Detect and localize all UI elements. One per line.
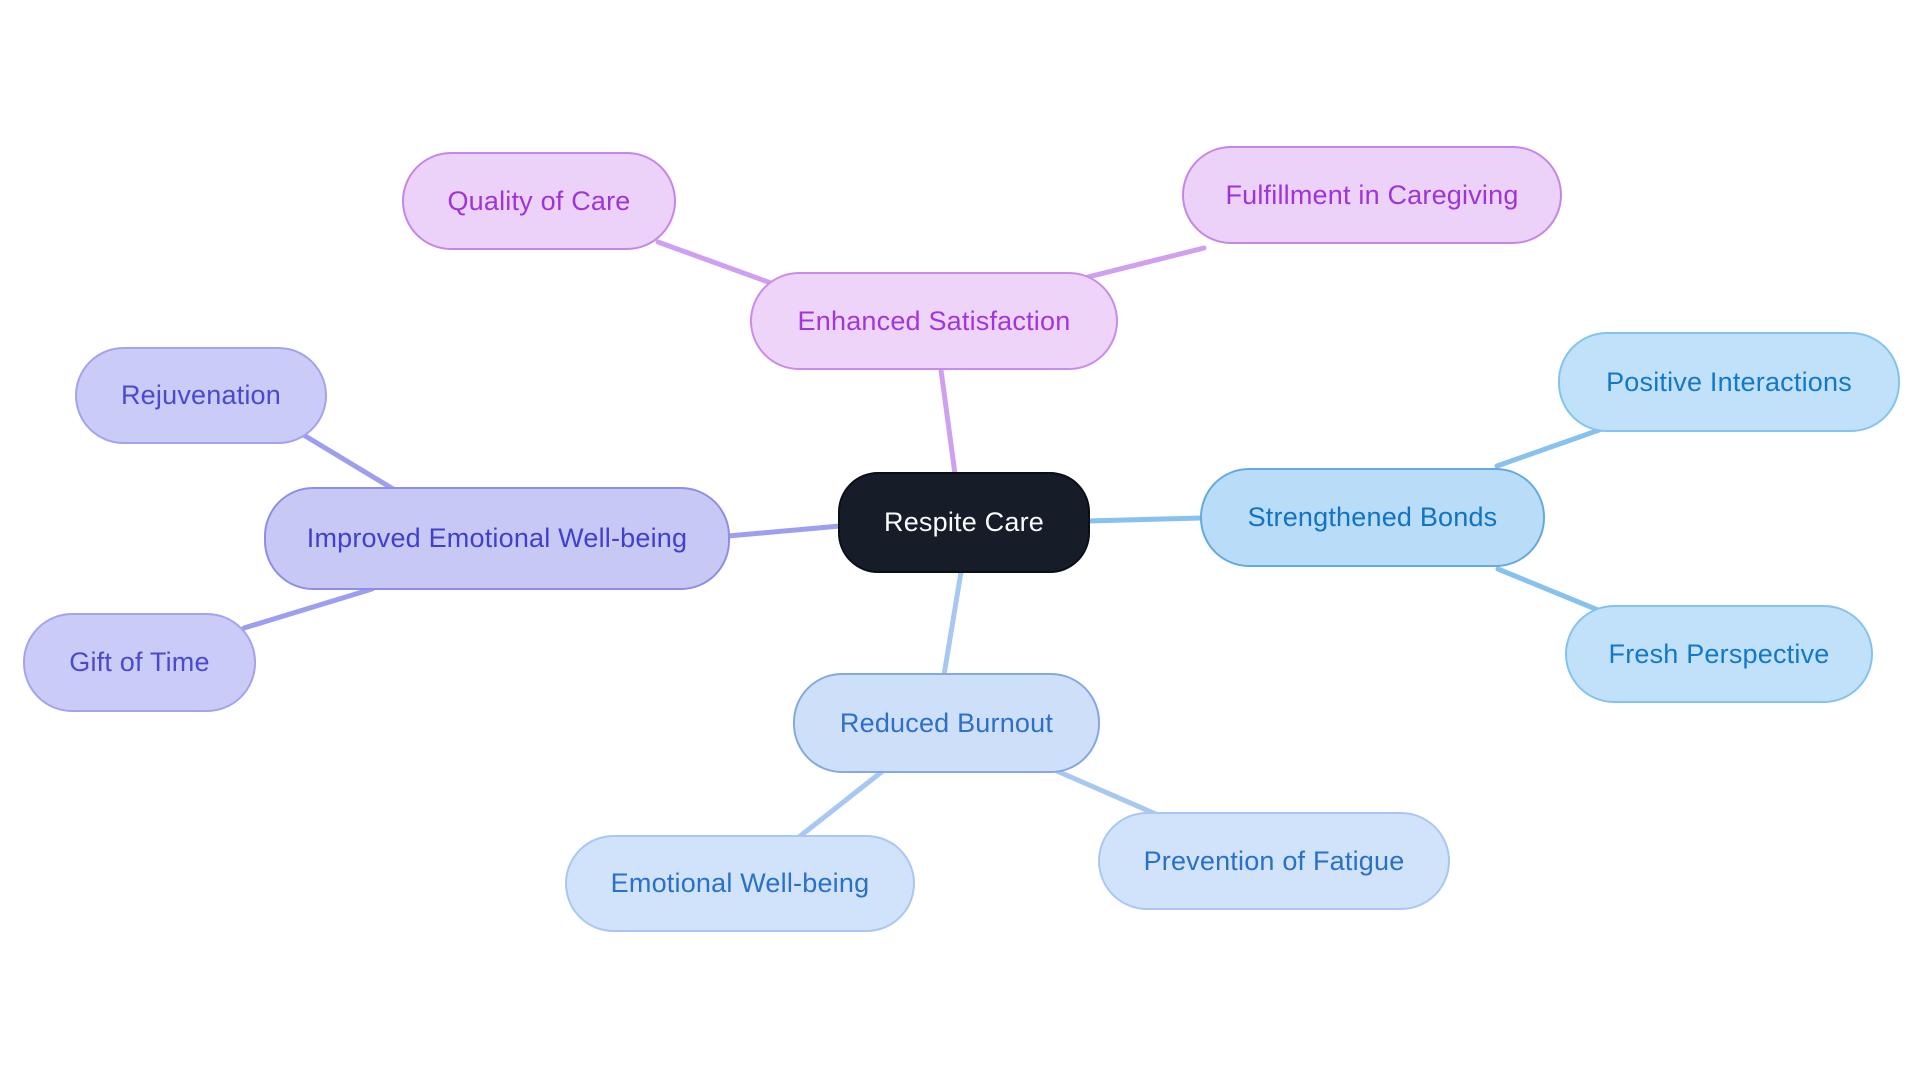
edge-strengthened-positive-interactions: [1494, 426, 1605, 469]
node-enhanced-satisfaction[interactable]: Enhanced Satisfaction: [750, 272, 1118, 370]
node-fresh-perspective[interactable]: Fresh Perspective: [1565, 605, 1873, 703]
node-fulfillment-in-caregiving[interactable]: Fulfillment in Caregiving: [1182, 146, 1562, 244]
edge-enhanced-satisfaction-quality-of-care: [655, 239, 785, 290]
node-label: Reduced Burnout: [839, 707, 1054, 738]
node-label: Improved Emotional Well-being: [306, 523, 688, 553]
edge-strengthened-fresh-perspective: [1495, 566, 1601, 613]
node-improved-emotional-well-being[interactable]: Improved Emotional Well-being: [264, 487, 730, 590]
node-label: Positive Interactions: [1606, 366, 1852, 397]
node-strengthened-bonds[interactable]: Strengthened Bonds: [1200, 468, 1545, 567]
node-reduced-burnout[interactable]: Reduced Burnout: [793, 673, 1100, 773]
node-emotional-well-being[interactable]: Emotional Well-being: [565, 835, 915, 932]
node-gift-of-time[interactable]: Gift of Time: [23, 613, 256, 712]
edge-root-strengthened-bonds: [1085, 515, 1205, 524]
node-label: Prevention of Fatigue: [1143, 845, 1405, 876]
node-label: Fresh Perspective: [1608, 638, 1830, 669]
edge-improved-rejuvenation: [299, 431, 401, 495]
edge-reduced-emotional-well-being: [796, 767, 887, 840]
node-label: Respite Care: [884, 507, 1044, 537]
node-respite-care[interactable]: Respite Care: [838, 472, 1090, 573]
node-label: Rejuvenation: [120, 380, 281, 410]
node-label: Fulfillment in Caregiving: [1225, 179, 1519, 210]
node-prevention-of-fatigue[interactable]: Prevention of Fatigue: [1098, 812, 1450, 910]
edge-improved-gift-of-time: [241, 586, 375, 631]
node-label: Strengthened Bonds: [1247, 502, 1498, 532]
edge-enhanced-satisfaction-fulfillment-in-caregiving: [1077, 245, 1207, 282]
node-rejuvenation[interactable]: Rejuvenation: [75, 347, 327, 444]
edge-root-improved-emotional-well-being: [725, 523, 843, 539]
node-label: Emotional Well-being: [610, 868, 870, 898]
node-label: Quality of Care: [447, 185, 631, 216]
edge-root-reduced-burnout: [941, 569, 964, 678]
node-quality-of-care[interactable]: Quality of Care: [402, 152, 676, 250]
edge-root-enhanced-satisfaction: [938, 367, 958, 477]
node-positive-interactions[interactable]: Positive Interactions: [1558, 332, 1900, 432]
node-label: Enhanced Satisfaction: [797, 305, 1071, 336]
node-label: Gift of Time: [69, 647, 210, 677]
edge-reduced-prevention-of-fatigue: [1047, 765, 1161, 818]
